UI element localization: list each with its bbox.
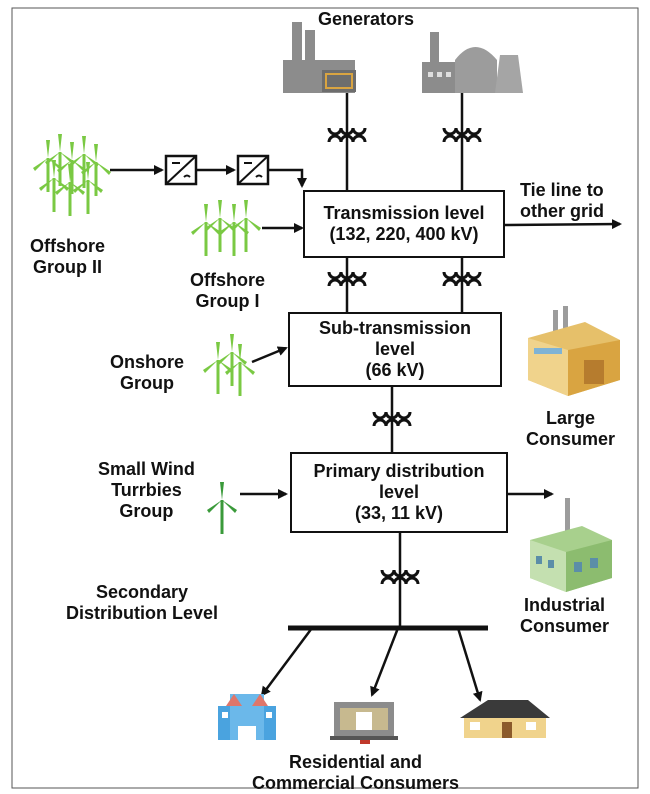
- secondary-distribution-label: Secondary Distribution Level: [66, 582, 219, 623]
- primary-box-line2: level: [378, 482, 420, 502]
- transmission-level-box: Transmission level (132, 220, 400 kV): [303, 190, 505, 258]
- transmission-box-line2: (132, 220, 400 kV): [329, 224, 479, 244]
- primary-distribution-box: Primary distribution level (33, 11 kV): [290, 452, 508, 533]
- subtransmission-box-line3: (66 kV): [365, 360, 425, 380]
- transmission-box-line1: Transmission level: [323, 203, 485, 223]
- offshore-group-1-label: Offshore Group I: [190, 270, 266, 311]
- offshore-group-2-label: Offshore Group II: [30, 236, 106, 277]
- subtransmission-box-line1: Sub-transmission: [318, 318, 472, 338]
- office-building-icon: [218, 694, 276, 740]
- primary-box-line3: (33, 11 kV): [354, 503, 444, 523]
- subtransmission-level-box: Sub-transmission level (66 kV): [288, 312, 502, 387]
- converter-icon: [236, 154, 270, 186]
- coal-plant-icon: [283, 22, 356, 93]
- industrial-consumer-label: Industrial Consumer: [520, 595, 610, 636]
- wind-turbine-icon: [205, 480, 239, 536]
- residential-commercial-label: Residential and Commercial Consumers: [252, 752, 460, 793]
- generators-label: Generators: [318, 9, 415, 29]
- small-wind-label: Small Wind Turrbies Group: [98, 459, 195, 521]
- factory-icon: [528, 306, 620, 396]
- nuclear-plant-icon: [422, 32, 523, 93]
- factory-icon: [530, 498, 612, 592]
- primary-box-line1: Primary distribution: [313, 461, 485, 481]
- onshore-group-label: Onshore Group: [110, 352, 185, 393]
- shop-icon: [330, 702, 398, 744]
- tie-line-label: Tie line to other grid: [520, 180, 604, 221]
- house-icon: [460, 700, 550, 738]
- wind-turbine-icon: [201, 332, 257, 398]
- large-consumer-label: Large Consumer: [526, 408, 616, 449]
- subtransmission-box-line2: level: [374, 339, 416, 359]
- converter-icon: [164, 154, 198, 186]
- wind-turbine-icon: [189, 198, 263, 258]
- wind-turbine-icon: [31, 132, 113, 218]
